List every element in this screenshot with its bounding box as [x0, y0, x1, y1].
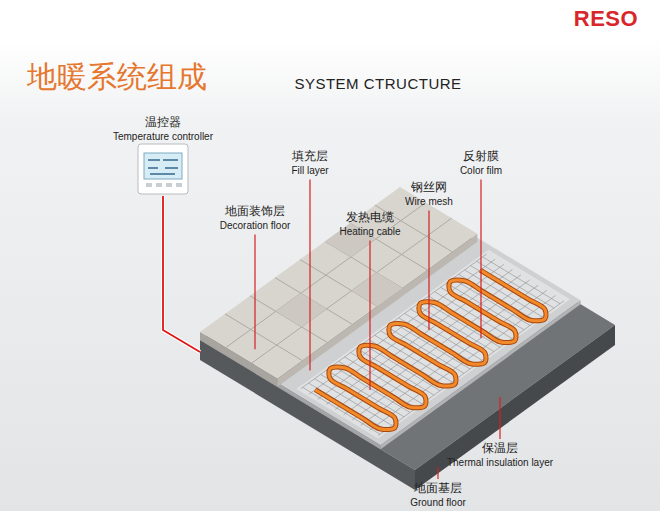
thermostat-body: [138, 144, 188, 194]
callout-label: Temperature controller: [113, 131, 213, 143]
thermostat-button: [166, 183, 172, 187]
callout-label: Thermal insulation layer: [447, 457, 553, 469]
thermostat-button: [146, 183, 152, 187]
leader-line: [428, 211, 429, 331]
callout-label: Wire mesh: [405, 196, 453, 208]
tile-joint: [252, 218, 452, 363]
title: 地暖系统组成: [27, 60, 207, 95]
callout-label: Decoration floor: [220, 220, 291, 232]
brand-logo: RESO: [574, 6, 638, 31]
leader-line: [437, 467, 438, 479]
wire-mesh: [477, 261, 554, 308]
thermostat-button: [156, 183, 162, 187]
thermostat-display-mark: [163, 159, 178, 161]
leader-line: [480, 180, 481, 339]
wire-mesh: [315, 379, 392, 426]
thermostat-display-mark: [148, 167, 158, 169]
callout-label: Fill layer: [291, 165, 328, 177]
thermostat-wire: [163, 196, 200, 352]
thermostat-display-mark: [150, 173, 175, 175]
thermostat-display-mark: [148, 159, 160, 161]
callout-label: Heating cable: [339, 226, 400, 238]
subtitle: SYSTEM CTRUCTURE: [294, 75, 461, 92]
callout-label: Color film: [460, 165, 502, 177]
callout-label: 发热电缆: [346, 211, 394, 225]
leader-line: [499, 397, 500, 439]
callout-label: 保温层: [482, 442, 518, 456]
callout-label: 填充层: [292, 150, 328, 164]
tile-shade: [352, 273, 403, 307]
callout-label: 钢丝网: [411, 181, 447, 195]
wire-mesh: [369, 296, 555, 431]
wire-halo: [163, 196, 200, 352]
tile-shade: [276, 293, 327, 327]
tile-side: [200, 332, 277, 387]
thermostat-display-mark: [165, 167, 178, 169]
callout-label: 地面基层: [414, 482, 462, 496]
leader-line: [369, 241, 370, 390]
thermostat-screen: [144, 153, 182, 179]
callout-label: 温控器: [145, 116, 181, 130]
wire-mesh: [361, 290, 547, 425]
leader-line: [254, 235, 255, 350]
thermostat-button: [176, 183, 182, 187]
tile-top: [200, 187, 477, 379]
callout-label: Ground floor: [410, 497, 466, 509]
callout-label: 反射膜: [463, 150, 499, 164]
callout-label: 地面装饰层: [225, 205, 285, 219]
wire-mesh: [303, 387, 380, 434]
leader-line: [309, 180, 310, 371]
